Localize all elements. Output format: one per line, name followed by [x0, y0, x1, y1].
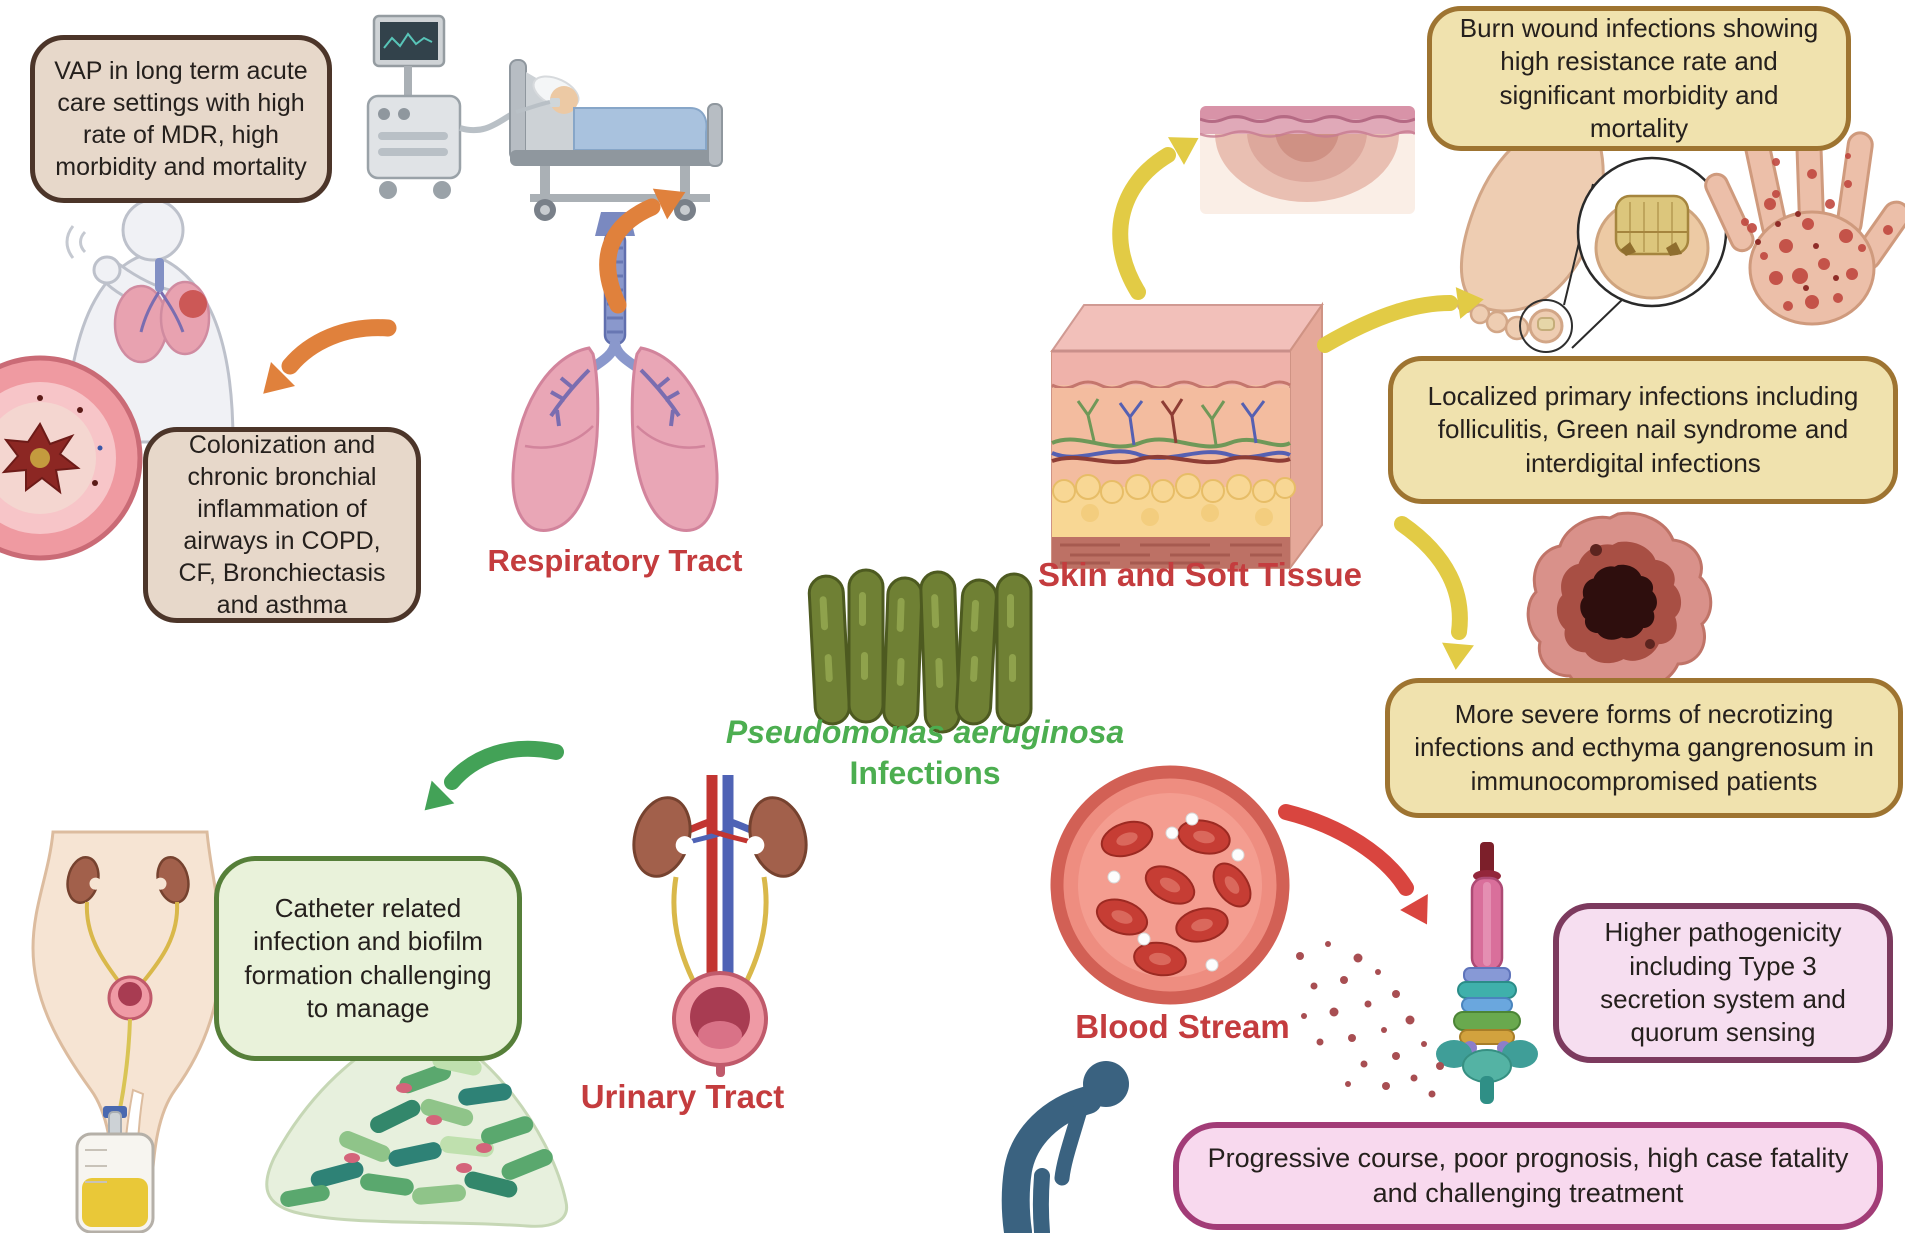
urinary-system-illustration	[632, 775, 808, 1077]
bronchus-cross-section-illustration	[0, 355, 143, 561]
catheter-infection-box: Catheter related infection and biofilm f…	[214, 856, 522, 1061]
pathogenicity-box-text: Higher pathogenicity including Type 3 se…	[1600, 917, 1846, 1048]
vap-box: VAP in long term acute care settings wit…	[30, 35, 332, 203]
respiratory-tract-label: Respiratory Tract	[487, 543, 743, 578]
severe-infections-box: More severe forms of necrotizing infecti…	[1385, 678, 1903, 818]
organism-name: Pseudomonas aeruginosa	[725, 714, 1125, 750]
arrow-lungs-to-person	[263, 319, 397, 394]
colonization-box-text: Colonization and chronic bronchial infla…	[178, 431, 386, 619]
blood-stream-label: Blood Stream	[1075, 1008, 1290, 1045]
catheterized-patient-illustration	[31, 830, 223, 1233]
localized-infections-box-text: Localized primary infections including f…	[1427, 381, 1859, 478]
t3ss-injectisome-illustration	[1436, 842, 1538, 1104]
secretion-dots	[1296, 941, 1444, 1098]
vap-box-text: VAP in long term acute care settings wit…	[54, 57, 308, 181]
colonization-box: Colonization and chronic bronchial infla…	[143, 427, 421, 623]
prognosis-box-text: Progressive course, poor prognosis, high…	[1207, 1143, 1849, 1208]
burn-infections-box-text: Burn wound infections showing high resis…	[1459, 12, 1819, 143]
arrow-blood-to-t3ss	[1278, 804, 1428, 925]
infected-toenail-foot-illustration	[1456, 116, 1728, 353]
arrow-skin-to-burn	[1112, 137, 1199, 300]
burn-wound-illustration	[1200, 106, 1415, 214]
arrow-lungs-to-bed	[599, 188, 686, 314]
prognosis-box: Progressive course, poor prognosis, high…	[1173, 1122, 1883, 1230]
severe-infections-box-text: More severe forms of necrotizing infecti…	[1414, 699, 1874, 796]
skin-cross-section-illustration	[1050, 301, 1324, 572]
diagram-title: Pseudomonas aeruginosa Infections	[690, 712, 1160, 794]
infections-word: Infections	[849, 755, 1001, 791]
catheter-infection-box-text: Catheter related infection and biofilm f…	[244, 892, 492, 1023]
ventilated-patient-illustration	[366, 14, 723, 221]
bent-person-illustration	[1001, 1061, 1129, 1233]
arrow-urinary-to-catheter	[424, 740, 564, 811]
blood-vessel-illustration	[1050, 765, 1290, 1005]
arrow-skin-to-ecthyma	[1394, 516, 1474, 670]
burn-infections-box: Burn wound infections showing high resis…	[1427, 6, 1851, 151]
skin-soft-tissue-label: Skin and Soft Tissue	[1038, 556, 1362, 593]
localized-infections-box: Localized primary infections including f…	[1388, 356, 1898, 504]
ecthyma-lesion-illustration	[1526, 511, 1713, 694]
pathogenicity-box: Higher pathogenicity including Type 3 se…	[1553, 903, 1893, 1063]
urinary-tract-label: Urinary Tract	[580, 1078, 785, 1115]
arrow-skin-to-foot	[1317, 287, 1484, 353]
hand-rash-illustration	[1704, 120, 1905, 326]
bacteria-rods-illustration	[807, 568, 1033, 734]
